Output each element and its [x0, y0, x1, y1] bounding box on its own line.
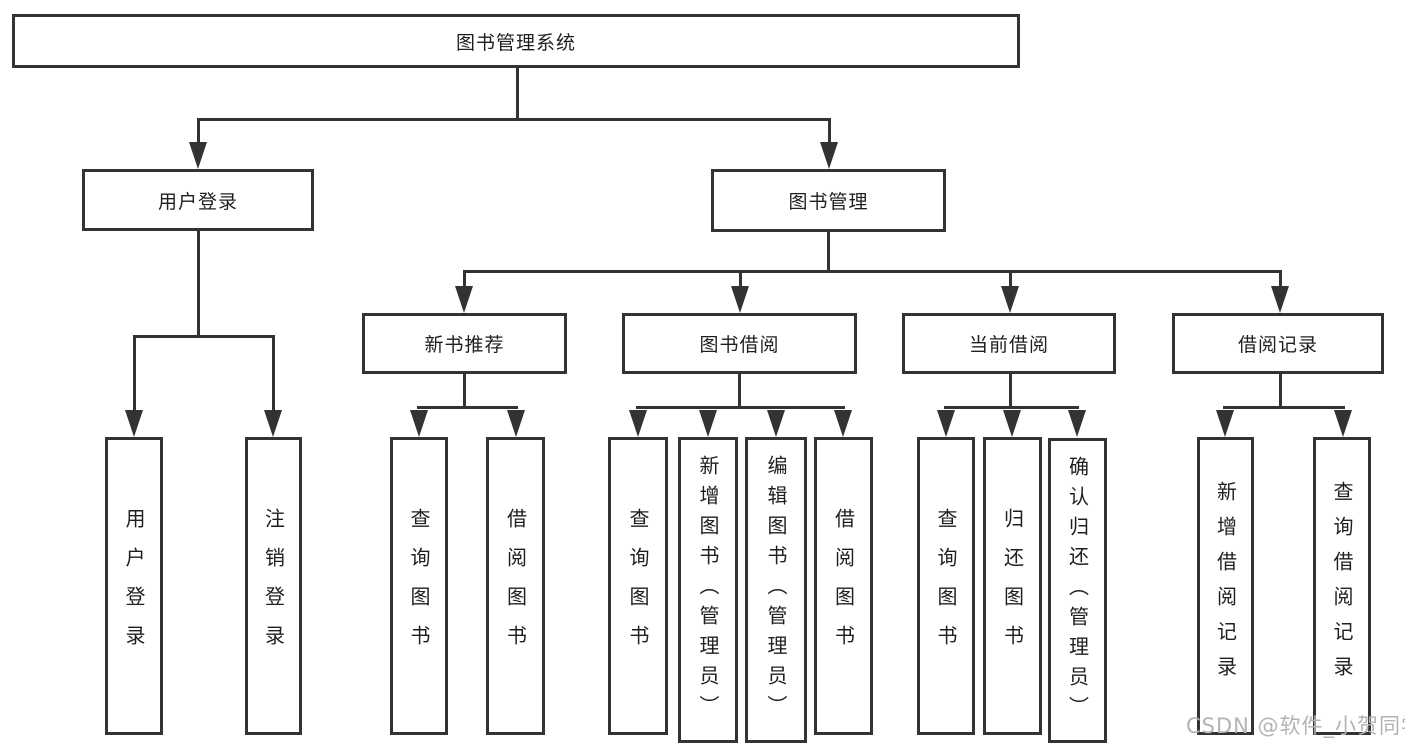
node-root: 图书管理系统	[12, 14, 1020, 68]
node-book-borrow-label: 图书借阅	[699, 334, 780, 356]
arrow-down-icon	[1001, 286, 1019, 313]
connector-line	[197, 118, 200, 146]
connector-line	[636, 406, 845, 409]
connector-line	[828, 118, 831, 146]
arrow-down-icon	[507, 410, 525, 437]
node-current-borrow: 当前借阅	[902, 313, 1116, 374]
connector-line	[133, 335, 275, 338]
node-user-login: 用户登录	[82, 169, 314, 231]
arrow-down-icon	[699, 410, 717, 437]
leaf-logout-label: 注销登录	[261, 508, 286, 664]
leaf-edit-books-admin: 编辑图书（管理员）	[745, 437, 807, 743]
connector-line	[1279, 270, 1282, 288]
connector-line	[738, 374, 741, 408]
arrow-down-icon	[1216, 410, 1234, 437]
arrow-down-icon	[1003, 410, 1021, 437]
connector-line	[133, 335, 136, 412]
leaf-add-books-admin: 新增图书（管理员）	[678, 437, 738, 743]
connector-line	[1009, 270, 1012, 288]
node-root-label: 图书管理系统	[455, 31, 576, 54]
arrow-down-icon	[767, 410, 785, 437]
leaf-user-login: 用户登录	[105, 437, 163, 735]
leaf-user-login-label: 用户登录	[122, 508, 146, 664]
node-user-login-label: 用户登录	[157, 190, 238, 213]
leaf-return-books-label: 归还图书	[1000, 508, 1025, 664]
arrow-down-icon	[820, 142, 838, 169]
csdn-watermark: CSDN @软件_小贺同学	[1186, 714, 1405, 738]
connector-line	[197, 231, 200, 337]
node-borrow-records-label: 借阅记录	[1237, 334, 1318, 356]
leaf-query-books-borrow-label: 查询图书	[626, 508, 650, 664]
leaf-query-borrow-record-label: 查询借阅记录	[1330, 481, 1354, 691]
leaf-query-books-current: 查询图书	[917, 437, 975, 735]
leaf-query-books-recommend: 查询图书	[390, 437, 448, 735]
connector-line	[1223, 406, 1345, 409]
arrow-down-icon	[264, 410, 282, 437]
leaf-borrow-books-recommend: 借阅图书	[486, 437, 545, 735]
connector-line	[197, 118, 831, 121]
leaf-add-borrow-record: 新增借阅记录	[1197, 437, 1254, 735]
connector-line	[1009, 374, 1012, 408]
leaf-query-books-recommend-label: 查询图书	[407, 508, 431, 664]
node-book-management-label: 图书管理	[788, 191, 869, 213]
leaf-add-books-admin-label: 新增图书（管理员）	[696, 455, 720, 725]
arrow-down-icon	[1334, 410, 1352, 437]
arrow-down-icon	[455, 286, 473, 313]
arrow-down-icon	[410, 410, 428, 437]
connector-line	[827, 232, 830, 272]
leaf-query-books-borrow: 查询图书	[608, 437, 668, 735]
connector-line	[272, 335, 275, 412]
connector-line	[463, 270, 466, 288]
node-current-borrow-label: 当前借阅	[968, 334, 1049, 356]
leaf-borrow-books-recommend-label: 借阅图书	[503, 508, 528, 664]
arrow-down-icon	[937, 410, 955, 437]
leaf-confirm-return-admin-label: 确认归还（管理员）	[1065, 455, 1090, 726]
arrow-down-icon	[834, 410, 852, 437]
leaf-confirm-return-admin: 确认归还（管理员）	[1048, 438, 1107, 743]
arrow-down-icon	[189, 142, 207, 169]
leaf-return-books: 归还图书	[983, 437, 1042, 735]
connector-line	[1279, 374, 1282, 408]
node-borrow-records: 借阅记录	[1172, 313, 1384, 374]
connector-line	[417, 406, 518, 409]
arrow-down-icon	[1271, 286, 1289, 313]
arrow-down-icon	[629, 410, 647, 437]
node-book-management: 图书管理	[711, 169, 946, 232]
node-new-book-recommend-label: 新书推荐	[424, 334, 505, 356]
connector-line	[944, 406, 1079, 409]
leaf-borrow-books: 借阅图书	[814, 437, 873, 735]
node-new-book-recommend: 新书推荐	[362, 313, 567, 374]
connector-line	[516, 68, 519, 120]
leaf-add-borrow-record-label: 新增借阅记录	[1213, 481, 1238, 691]
leaf-edit-books-admin-label: 编辑图书（管理员）	[764, 455, 788, 725]
arrow-down-icon	[125, 410, 143, 437]
leaf-borrow-books-label: 借阅图书	[831, 508, 856, 664]
leaf-query-borrow-record: 查询借阅记录	[1313, 437, 1371, 735]
connector-line	[463, 374, 466, 408]
connector-line	[463, 270, 1282, 273]
node-book-borrow: 图书借阅	[622, 313, 857, 374]
arrow-down-icon	[1068, 410, 1086, 437]
leaf-logout: 注销登录	[245, 437, 302, 735]
leaf-query-books-current-label: 查询图书	[934, 508, 958, 664]
arrow-down-icon	[731, 286, 749, 313]
connector-line	[739, 270, 742, 288]
